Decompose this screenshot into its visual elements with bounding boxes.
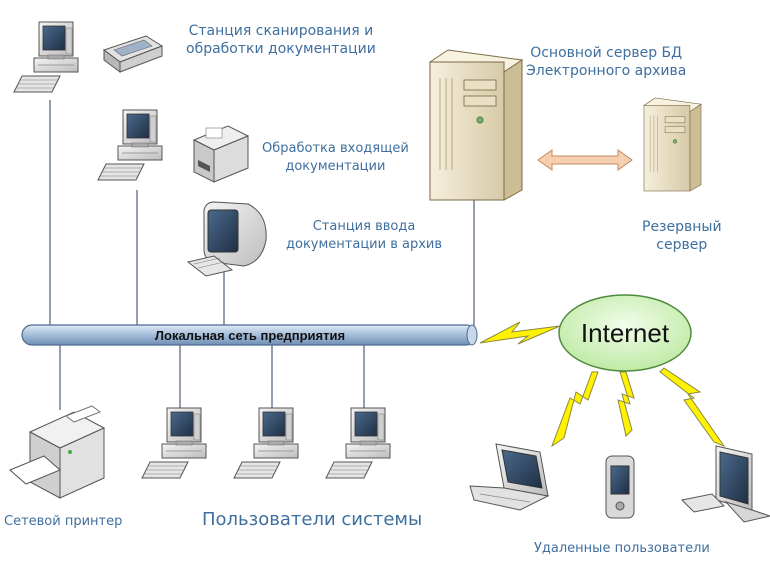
main-server-label-line1: Основной сервер БД <box>530 45 683 61</box>
scan-station-label-line2: обработки документации <box>186 41 376 57</box>
laptop-icon <box>469 443 550 511</box>
user-workstation-icon <box>233 407 299 479</box>
incoming-label-line1: Обработка входящей <box>262 141 409 156</box>
scan-station-label: Станция сканирования и обработки докумен… <box>186 22 376 58</box>
lightning-icon <box>617 371 635 437</box>
system-users-label: Пользователи системы <box>202 509 423 530</box>
scan-station-workstation-icon <box>13 21 79 93</box>
incoming-label: Обработка входящей документации <box>262 140 409 176</box>
double-arrow-icon <box>537 149 633 171</box>
lan-label: Локальная сеть предприятия <box>155 328 345 343</box>
lightning-icon <box>479 321 561 345</box>
printer-icon <box>192 125 250 183</box>
backup-server-label-line2: сервер <box>656 237 708 253</box>
network-printer-icon <box>9 405 106 499</box>
remote-lcd-monitor-icon <box>680 445 770 523</box>
main-server-tower-icon <box>429 49 523 201</box>
main-server-label: Основной сервер БД Электронного архива <box>526 44 686 80</box>
backup-server-tower-icon <box>643 97 702 192</box>
lightning-icon <box>659 367 726 448</box>
connection-lines <box>49 100 475 412</box>
remote-users-label: Удаленные пользователи <box>534 541 710 556</box>
user-workstation-icon <box>325 407 391 479</box>
lan-bus <box>21 324 478 346</box>
main-server-label-line2: Электронного архива <box>526 63 687 79</box>
user-workstation-icon <box>141 407 207 479</box>
internet-label: Internet <box>581 318 670 348</box>
lightning-icon <box>550 371 599 448</box>
input-station-crt-monitor-icon <box>186 201 267 277</box>
incoming-workstation-icon <box>97 109 163 181</box>
scanner-icon <box>102 35 164 73</box>
input-station-label-line2: документации в архив <box>286 237 443 252</box>
backup-server-label-line1: Резервный <box>642 219 722 235</box>
network-printer-label: Сетевой принтер <box>4 514 123 529</box>
input-station-label: Станция ввода документации в архив <box>286 218 442 254</box>
backup-server-label: Резервный сервер <box>642 218 722 254</box>
incoming-label-line2: документации <box>285 159 386 174</box>
pda-icon <box>605 455 635 519</box>
internet-cloud-ellipse-icon <box>558 294 692 372</box>
input-station-label-line1: Станция ввода <box>312 219 416 234</box>
scan-station-label-line1: Станция сканирования и <box>188 23 374 39</box>
